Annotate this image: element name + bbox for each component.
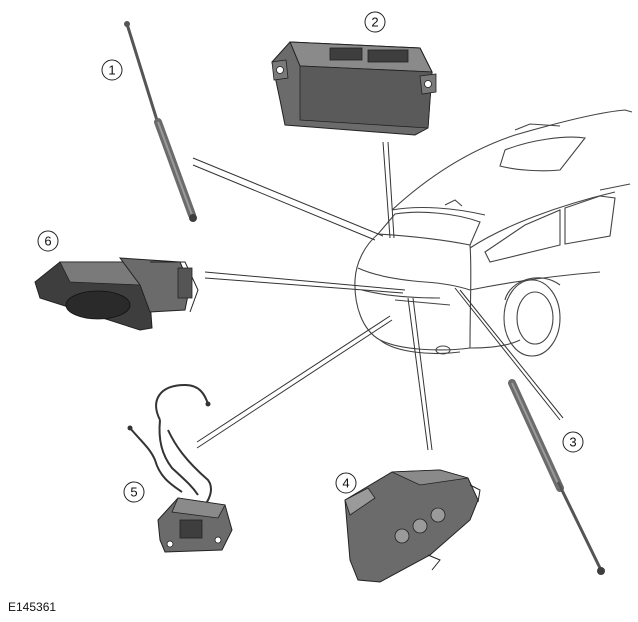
figure-id: E145361 — [8, 600, 57, 614]
callout-2-label: 2 — [371, 15, 378, 30]
callout-4-label: 4 — [342, 476, 349, 491]
callout-5: 5 — [123, 481, 145, 503]
part-2-control-module — [271, 41, 437, 136]
part-4-tailgate-actuator — [344, 469, 481, 583]
leader-lines — [192, 141, 564, 451]
vehicle-rear-view — [354, 109, 633, 357]
part-3-gas-strut — [508, 379, 605, 575]
callout-1: 1 — [101, 59, 123, 81]
callout-6: 6 — [37, 230, 59, 252]
callout-2: 2 — [364, 11, 386, 33]
callout-1-label: 1 — [108, 63, 115, 78]
callout-6-label: 6 — [44, 234, 51, 249]
callout-5-label: 5 — [130, 485, 137, 500]
callout-3-label: 3 — [569, 435, 576, 450]
callout-4: 4 — [335, 472, 357, 494]
part-1-gas-strut — [124, 21, 197, 222]
part-6-tailgate-switch — [34, 257, 199, 331]
callout-3: 3 — [562, 431, 584, 453]
part-5-latch-assembly — [127, 383, 233, 553]
